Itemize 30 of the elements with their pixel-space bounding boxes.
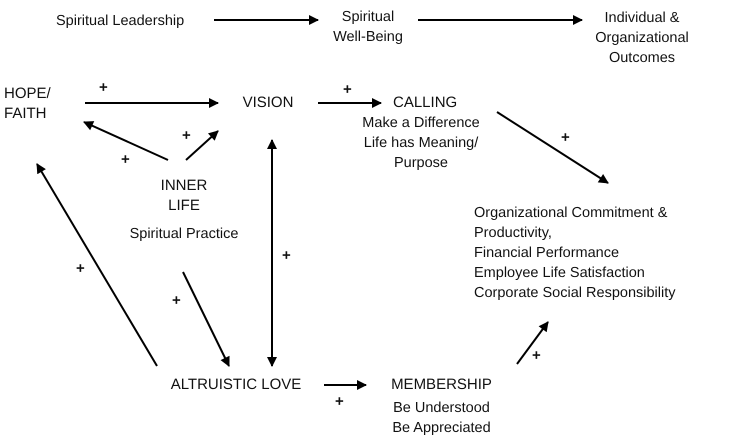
arrow bbox=[36, 163, 158, 367]
arrow bbox=[83, 121, 168, 161]
node-label: Spiritual Practice bbox=[128, 225, 240, 244]
node-label: Make a Difference bbox=[361, 114, 481, 133]
node-label: Spiritual Leadership bbox=[56, 11, 214, 31]
node-label: Be Understood bbox=[392, 399, 491, 418]
node-label: Corporate Social Responsibility bbox=[474, 284, 676, 303]
arrow bbox=[318, 98, 382, 108]
concept-label: CALLING bbox=[392, 93, 458, 113]
arrow bbox=[185, 130, 219, 161]
arrow bbox=[496, 111, 609, 184]
concept-label: HOPE/ FAITH bbox=[4, 84, 85, 164]
concept-label: MEMBERSHIP bbox=[390, 375, 493, 395]
concept-label: INNER LIFE bbox=[160, 176, 208, 216]
node-label: Life has Meaning/ Purpose bbox=[362, 134, 480, 173]
node-label: Financial Performance bbox=[474, 244, 620, 263]
arrow bbox=[324, 380, 367, 390]
node-label: Spiritual Well-Being bbox=[318, 7, 418, 47]
arrow bbox=[418, 15, 583, 25]
arrow bbox=[85, 98, 219, 108]
arrow bbox=[214, 15, 319, 25]
arrow bbox=[516, 321, 549, 365]
node-label: Individual & Organizational Outcomes bbox=[582, 8, 702, 68]
concept-label: ALTRUISTIC LOVE bbox=[148, 366, 324, 395]
node-label: Organizational Commitment & Productivity, bbox=[474, 204, 668, 243]
arrow bbox=[267, 139, 277, 367]
concept-label: VISION bbox=[218, 93, 318, 140]
node-label: Be Appreciated bbox=[391, 419, 492, 438]
node-label: Employee Life Satisfaction bbox=[474, 264, 646, 283]
arrow bbox=[182, 272, 230, 367]
